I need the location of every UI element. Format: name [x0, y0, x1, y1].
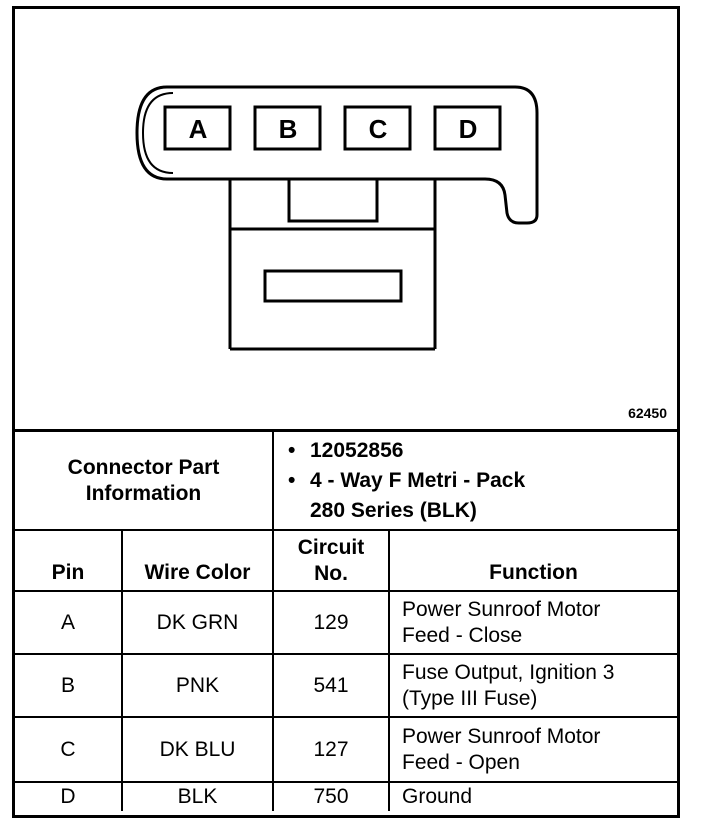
pin-label-c: C	[369, 114, 388, 144]
cell-wire-color: PNK	[121, 653, 274, 718]
header-row: Pin Wire Color Circuit No. Function	[15, 529, 677, 592]
connector-body-outline	[135, 85, 539, 225]
header-circuit: Circuit No.	[272, 529, 390, 592]
cell-circuit: 750	[272, 781, 390, 811]
drawing-id: 62450	[628, 405, 667, 421]
pin-cavity-b	[253, 105, 322, 151]
part-number: 12052856	[310, 438, 404, 462]
part-number-item: • 12052856	[288, 436, 677, 466]
cell-wire-color: BLK	[121, 781, 274, 811]
connector-body-inner-edge	[141, 92, 174, 174]
function-line2: (Type III Fuse)	[402, 686, 538, 710]
description-item: • 4 - Way F Metri - Pack	[288, 466, 677, 496]
cell-pin: D	[15, 781, 123, 811]
table-row: D BLK 750 Ground	[15, 781, 677, 811]
cell-function: Power Sunroof Motor Feed - Open	[388, 716, 677, 783]
function-line1: Fuse Output, Ignition 3	[402, 660, 615, 684]
cell-wire-color: DK GRN	[121, 590, 274, 655]
header-circuit-line1: Circuit	[297, 535, 365, 559]
bullet-1: •	[288, 438, 296, 462]
lock-tab	[287, 177, 379, 223]
pin-cavity-c	[343, 105, 412, 151]
bullet-2: •	[288, 468, 296, 492]
pin-cavity-d	[433, 105, 502, 151]
connector-info-label-line1: Connector Part	[67, 455, 220, 479]
function-line2: Feed - Open	[402, 750, 520, 774]
connector-info-label-line2: Information	[85, 481, 202, 505]
table-row: B PNK 541 Fuse Output, Ignition 3 (Type …	[15, 653, 677, 718]
cell-function: Ground	[388, 781, 677, 811]
cell-function: Power Sunroof Motor Feed - Close	[388, 590, 677, 655]
cell-function: Fuse Output, Ignition 3 (Type III Fuse)	[388, 653, 677, 718]
header-pin: Pin	[15, 529, 123, 592]
function-line1: Power Sunroof Motor	[402, 597, 601, 621]
description-line1: 4 - Way F Metri - Pack	[310, 468, 526, 492]
cell-circuit: 129	[272, 590, 390, 655]
housing-slot	[263, 269, 403, 303]
connector-info-details: • 12052856 • 4 - Way F Metri - Pack 280 …	[272, 432, 677, 531]
table-row: C DK BLU 127 Power Sunroof Motor Feed - …	[15, 716, 677, 783]
cell-pin: C	[15, 716, 123, 783]
pin-label-b: B	[279, 114, 298, 144]
pinout-table: Connector Part Information • 12052856 • …	[15, 432, 677, 811]
connector-info-label: Connector Part Information	[15, 432, 274, 531]
connector-frame: A B C D 62450 Connector Part Information	[12, 6, 680, 818]
function-line2: Feed - Close	[402, 623, 523, 647]
table-row: A DK GRN 129 Power Sunroof Motor Feed - …	[15, 590, 677, 655]
cell-pin: A	[15, 590, 123, 655]
description-item-cont: 280 Series (BLK)	[310, 496, 677, 526]
cell-circuit: 541	[272, 653, 390, 718]
pin-label-a: A	[189, 114, 208, 144]
connector-face-drawing: A B C D	[135, 85, 539, 351]
description-line2: 280 Series (BLK)	[310, 498, 477, 522]
connector-diagram: A B C D 62450	[15, 9, 677, 432]
cell-pin: B	[15, 653, 123, 718]
function-line1: Ground	[402, 785, 473, 808]
header-function: Function	[388, 529, 677, 592]
cell-wire-color: DK BLU	[121, 716, 274, 783]
header-circuit-line2: No.	[314, 561, 348, 585]
cell-circuit: 127	[272, 716, 390, 783]
pin-cavity-a	[163, 105, 232, 151]
function-line1: Power Sunroof Motor	[402, 724, 601, 748]
pin-label-d: D	[459, 114, 478, 144]
header-wire-color: Wire Color	[121, 529, 274, 592]
connector-info-row: Connector Part Information • 12052856 • …	[15, 432, 677, 531]
